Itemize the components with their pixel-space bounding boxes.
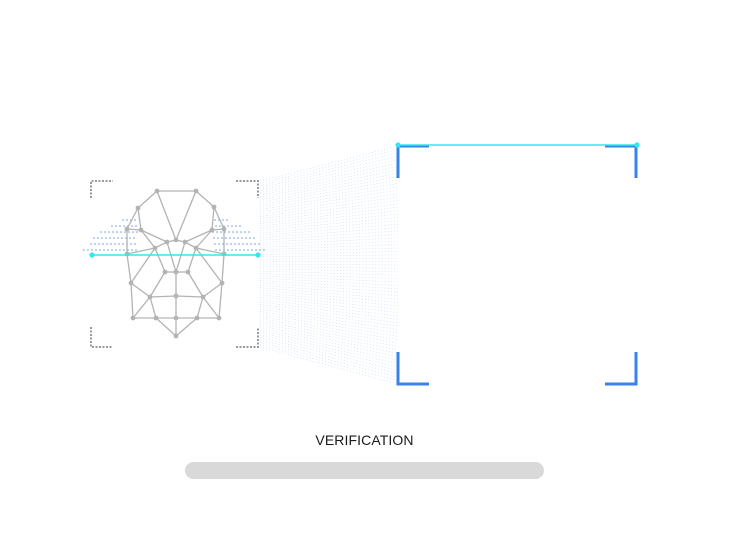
scan-beam (259, 145, 399, 385)
face-frame-corner-bottom-left (90, 327, 113, 348)
capture-frame-corner-bottom-right (605, 352, 638, 386)
capture-frame-corner-top-right (605, 144, 638, 178)
capture-scan-line (395, 142, 640, 148)
face-frame (90, 180, 259, 348)
face-mesh-icon (124, 188, 227, 339)
face-scan-line (89, 252, 261, 258)
capture-frame (396, 144, 638, 386)
capture-frame-corner-bottom-left (396, 352, 429, 386)
verification-status-label: VERIFICATION (315, 432, 414, 448)
face-frame-corner-top-left (90, 180, 113, 198)
face-frame-corner-top-right (236, 180, 259, 198)
verification-progress-bar (185, 462, 544, 479)
face-frame-corner-bottom-right (236, 327, 259, 348)
capture-frame-corner-top-left (396, 144, 429, 178)
